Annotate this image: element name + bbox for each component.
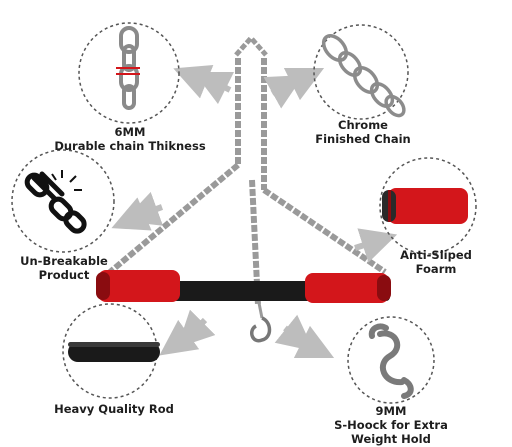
s-hook-line2: S-Hoock for Extra (334, 418, 448, 432)
s-hook-icon (368, 323, 414, 399)
chain-thickness-text: Durable chain Thikness (54, 139, 206, 153)
chrome-chain-badge (313, 24, 409, 120)
rod-icon (68, 342, 160, 362)
bar-assembly (96, 270, 391, 303)
spark-lines (51, 170, 82, 191)
chrome-chain-label: Chrome Finished Chain (302, 118, 424, 146)
chrome-line2: Finished Chain (315, 132, 411, 146)
foam-line1: Anti-Sliped (400, 248, 472, 262)
rod-line1: Heavy Quality Rod (54, 402, 174, 416)
foam-grip-left (98, 270, 180, 302)
callout-arrows (111, 64, 398, 359)
foam-line2: Foarm (415, 262, 457, 276)
s-hook-badge (347, 316, 435, 404)
chain-thickness-label: 6MM Durable chain Thikness (49, 125, 211, 153)
chain-thickness-badge (78, 22, 180, 124)
chrome-chain-icon (321, 34, 406, 118)
unbreakable-line2: Product (38, 268, 90, 282)
foam-label: Anti-Sliped Foarm (384, 248, 488, 276)
unbreakable-label: Un-Breakable Product (8, 254, 120, 282)
rod-label: Heavy Quality Rod (44, 402, 184, 416)
s-hook-line3: Weight Hold (351, 432, 431, 446)
broken-chain-icon (24, 171, 87, 234)
s-hook-size: 9MM (375, 404, 407, 418)
chrome-line1: Chrome (338, 118, 388, 132)
chain-closeup-icon (116, 26, 140, 110)
s-hook-label: 9MM S-Hoock for Extra Weight Hold (318, 404, 464, 446)
unbreakable-badge (11, 149, 115, 253)
foam-badge (379, 157, 477, 255)
rod-badge (62, 303, 160, 399)
foam-grip-right (305, 273, 389, 303)
unbreakable-line1: Un-Breakable (20, 254, 108, 268)
foam-grip-icon (382, 188, 468, 224)
chain-thickness-size: 6MM (114, 125, 146, 139)
center-s-hook (250, 316, 272, 343)
